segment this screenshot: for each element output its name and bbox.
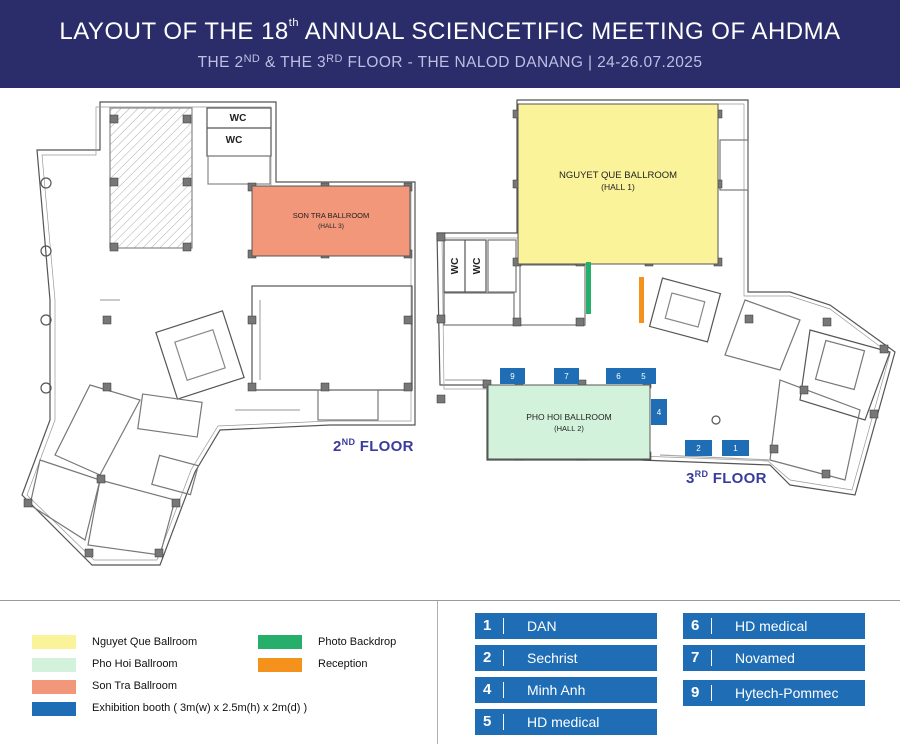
nguyet-que-hall: (HALL 1) bbox=[601, 182, 635, 192]
booth-marker-label: 5 bbox=[641, 372, 646, 381]
booth-number: 2 bbox=[483, 649, 492, 666]
booth-marker-5 bbox=[631, 368, 656, 384]
pho-hoi-label: PHO HOI BALLROOM bbox=[526, 412, 612, 422]
booth-marker-label: 6 bbox=[616, 372, 621, 381]
header-banner: LAYOUT OF THE 18th ANNUAL SCIENCETIFIC M… bbox=[0, 0, 900, 88]
booth-exhibitor: Novamed bbox=[735, 650, 795, 666]
booth-entry-5: 5 HD medical bbox=[475, 709, 657, 735]
wc-label: WC bbox=[450, 258, 461, 275]
booth-marker-6 bbox=[606, 368, 631, 384]
wc-label: WC bbox=[226, 135, 243, 146]
booth-number: 1 bbox=[483, 617, 492, 634]
booth-markers: 9 7 6 5 4 2 1 bbox=[500, 368, 749, 456]
legend-swatch-pho-hoi bbox=[32, 658, 76, 672]
second-floor-label: 2ND FLOOR bbox=[333, 437, 414, 455]
legend-divider bbox=[437, 601, 438, 744]
booth-number: 6 bbox=[691, 617, 700, 634]
nguyet-que-ballroom bbox=[517, 103, 719, 265]
second-floor-plan bbox=[21, 101, 416, 566]
third-floor-plan bbox=[436, 99, 896, 496]
booth-entry-2: 2 Sechrist bbox=[475, 645, 657, 671]
booth-marker-9 bbox=[500, 368, 525, 384]
booth-exhibitor: Sechrist bbox=[527, 650, 578, 666]
wc-label: WC bbox=[230, 113, 247, 124]
booth-marker-label: 4 bbox=[657, 408, 662, 417]
booth-entry-7: 7 Novamed bbox=[683, 645, 865, 671]
floor-plan: SON TRA BALLROOM (HALL 3) WC WC bbox=[21, 99, 896, 566]
booth-number: 5 bbox=[483, 713, 492, 730]
son-tra-hall: (HALL 3) bbox=[318, 223, 344, 230]
legend-swatch-reception bbox=[258, 658, 302, 672]
legend-label-pho-hoi: Pho Hoi Ballroom bbox=[92, 658, 178, 670]
booth-exhibitor: HD medical bbox=[527, 714, 600, 730]
legend-label-photo-backdrop: Photo Backdrop bbox=[318, 636, 397, 648]
booth-exhibitor: HD medical bbox=[735, 618, 808, 634]
booth-marker-7 bbox=[554, 368, 579, 384]
wc-label: WC bbox=[472, 258, 483, 275]
nguyet-que-label: NGUYET QUE BALLROOM bbox=[559, 170, 677, 181]
booth-entry-1: 1 DAN bbox=[475, 613, 657, 639]
photo-backdrop bbox=[586, 262, 591, 314]
booth-exhibitor: Hytech-Pommec bbox=[735, 685, 839, 701]
legend-swatch-photo-backdrop bbox=[258, 635, 302, 649]
legend-label-reception: Reception bbox=[318, 658, 368, 670]
booth-marker-label: 9 bbox=[510, 372, 515, 381]
booth-marker-label: 2 bbox=[696, 444, 701, 453]
booth-marker-label: 7 bbox=[564, 372, 569, 381]
booth-number: 7 bbox=[691, 649, 700, 666]
second-floor-pillars bbox=[23, 114, 413, 558]
legend-label-booth: Exhibition booth ( 3m(w) x 2.5m(h) x 2m(… bbox=[92, 702, 308, 714]
booth-marker-4 bbox=[651, 399, 667, 425]
legend-panel: Nguyet Que Ballroom Pho Hoi Ballroom Son… bbox=[0, 600, 900, 744]
booth-exhibitor: DAN bbox=[527, 618, 557, 634]
booth-number: 9 bbox=[691, 684, 700, 701]
son-tra-label: SON TRA BALLROOM bbox=[293, 211, 370, 220]
booth-entry-9: 9 Hytech-Pommec bbox=[683, 680, 865, 706]
booth-exhibitor: Minh Anh bbox=[527, 682, 586, 698]
booth-entry-6: 6 HD medical bbox=[683, 613, 865, 639]
legend-swatch-son-tra bbox=[32, 680, 76, 694]
page-title: LAYOUT OF THE 18th ANNUAL SCIENCETIFIC M… bbox=[59, 17, 841, 45]
booth-entry-4: 4 Minh Anh bbox=[475, 677, 657, 703]
reception bbox=[639, 277, 644, 323]
son-tra-ballroom bbox=[251, 185, 411, 257]
booth-number: 4 bbox=[483, 681, 492, 698]
pho-hoi-ballroom bbox=[487, 384, 651, 460]
legend-swatch-nguyet-que bbox=[32, 635, 76, 649]
page-subtitle: THE 2ND & THE 3RD FLOOR - THE NALOD DANA… bbox=[197, 53, 703, 71]
booth-marker-label: 1 bbox=[733, 444, 738, 453]
third-floor-label: 3RD FLOOR bbox=[686, 469, 767, 487]
legend-swatch-booth bbox=[32, 702, 76, 716]
pho-hoi-hall: (HALL 2) bbox=[554, 424, 584, 433]
booth-marker-2 bbox=[685, 440, 712, 456]
booth-marker-1 bbox=[722, 440, 749, 456]
legend-label-son-tra: Son Tra Ballroom bbox=[92, 680, 177, 692]
legend-label-nguyet-que: Nguyet Que Ballroom bbox=[92, 636, 198, 648]
